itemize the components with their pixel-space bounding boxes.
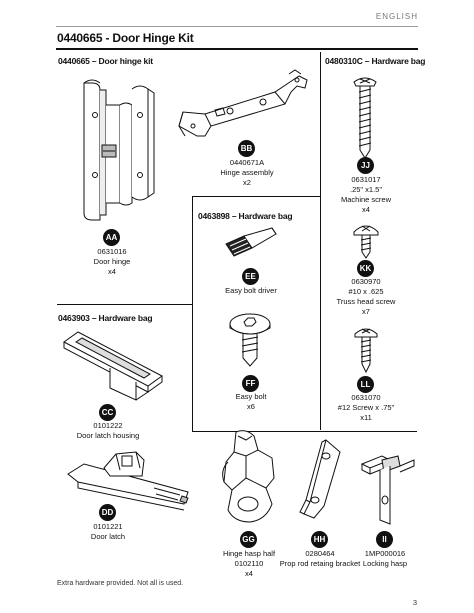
caption-ff: Easy bolt x6 — [236, 392, 267, 412]
badge-ll: LL — [357, 376, 374, 393]
part-number-hh: 0280464 — [305, 549, 335, 558]
truss-head-screw-illustration — [352, 220, 380, 260]
badge-kk: KK — [357, 260, 374, 277]
page-title: 0440665 - Door Hinge Kit — [57, 31, 194, 45]
part-name-aa: Door hinge — [93, 257, 131, 266]
caption-aa: 0631016 Door hinge x4 — [94, 247, 131, 277]
badge-hh: HH — [311, 531, 328, 548]
part-number-gg: 0102110 — [234, 559, 264, 568]
part-name-ff: Easy bolt — [235, 392, 267, 401]
page-number: 3 — [412, 598, 417, 607]
divider-bb-bottom — [192, 196, 320, 197]
machine-screw-illustration — [350, 74, 380, 160]
badge-dd: DD — [99, 504, 116, 521]
part-qty-bb: x2 — [243, 178, 251, 187]
door-hinge-illustration — [62, 75, 162, 225]
caption-ii: 1MP000016 Locking hasp — [363, 549, 407, 569]
part-name-bb: Hinge assembly — [220, 168, 274, 177]
caption-bb: 0440671A Hinge assembly x2 — [220, 158, 273, 188]
part-name-dd: Door latch — [90, 532, 126, 541]
divider-middle-vertical — [192, 196, 193, 432]
part-number-jj: 0631017 — [351, 175, 381, 184]
title-rule — [56, 48, 418, 50]
part-name-cc: Door latch housing — [76, 431, 140, 440]
part-name-ee: Easy bolt driver — [225, 286, 277, 295]
part-name-ll: #12 Screw x .75" — [337, 403, 395, 412]
divider-right-vertical — [320, 52, 321, 430]
part-qty-ff: x6 — [247, 402, 255, 411]
badge-ii: II — [376, 531, 393, 548]
caption-kk: 0630970 #10 x .625 Truss head screw x7 — [337, 277, 396, 317]
section-title-bag-0463903: 0463903 – Hardware bag — [58, 313, 153, 323]
badge-ee: EE — [242, 268, 259, 285]
part-number-bb: 0440671A — [229, 158, 265, 167]
top-rule — [56, 26, 418, 27]
part-number-dd: 0101221 — [93, 522, 123, 531]
easy-bolt-driver-illustration — [222, 224, 282, 268]
badge-ff: FF — [242, 375, 259, 392]
badge-aa: AA — [103, 229, 120, 246]
part-name2-jj: Machine screw — [340, 195, 392, 204]
part-name-kk: #10 x .625 — [348, 287, 384, 296]
locking-hasp-illustration — [356, 450, 418, 530]
language-label: ENGLISH — [375, 12, 418, 21]
prop-rod-bracket-illustration — [296, 436, 346, 526]
caption-dd: 0101221 Door latch — [91, 522, 125, 542]
door-latch-housing-illustration — [60, 328, 165, 403]
badge-bb: BB — [238, 140, 255, 157]
part-number-cc: 0101222 — [93, 421, 123, 430]
divider-bottom-horizontal — [192, 431, 417, 432]
section-title-hinge-kit: 0440665 – Door hinge kit — [58, 56, 153, 66]
part-number-kk: 0630970 — [351, 277, 381, 286]
caption-hh: 0280464 Prop rod retaing bracket — [280, 549, 360, 569]
caption-jj: 0631017 .25" x1.5" Machine screw x4 — [341, 175, 391, 215]
part-qty-ll: x11 — [360, 413, 372, 422]
caption-ll: 0631070 #12 Screw x .75" x11 — [338, 393, 394, 423]
caption-cc: 0101222 Door latch housing — [77, 421, 140, 441]
part-number-ll: 0631070 — [351, 393, 381, 402]
screw-12-illustration — [352, 324, 380, 374]
badge-cc: CC — [99, 404, 116, 421]
part-name2-kk: Truss head screw — [336, 297, 396, 306]
part-name-gg: Hinge hasp half — [222, 549, 276, 558]
part-qty-kk: x7 — [362, 307, 370, 316]
part-qty-gg: x4 — [245, 569, 253, 578]
part-qty-jj: x4 — [362, 205, 370, 214]
easy-bolt-illustration — [228, 308, 272, 368]
part-qty-aa: x4 — [108, 267, 116, 276]
part-name-ii: Locking hasp — [362, 559, 408, 568]
badge-gg: GG — [240, 531, 257, 548]
section-title-bag-0463898: 0463898 – Hardware bag — [198, 211, 293, 221]
hinge-hasp-half-illustration — [216, 428, 278, 528]
footer-note: Extra hardware provided. Not all is used… — [57, 580, 184, 587]
part-number-ii: 1MP000016 — [364, 549, 406, 558]
divider-left-horizontal — [57, 304, 192, 305]
part-name-jj: .25" x1.5" — [349, 185, 382, 194]
hinge-assembly-illustration — [175, 64, 315, 144]
caption-ee: Easy bolt driver — [225, 286, 277, 296]
badge-jj: JJ — [357, 157, 374, 174]
part-name-hh: Prop rod retaing bracket — [279, 559, 361, 568]
caption-gg: Hinge hasp half 0102110 x4 — [223, 549, 275, 579]
part-number-aa: 0631016 — [97, 247, 127, 256]
section-title-bag-0480310c: 0480310C – Hardware bag — [325, 56, 426, 66]
door-latch-illustration — [64, 448, 194, 510]
